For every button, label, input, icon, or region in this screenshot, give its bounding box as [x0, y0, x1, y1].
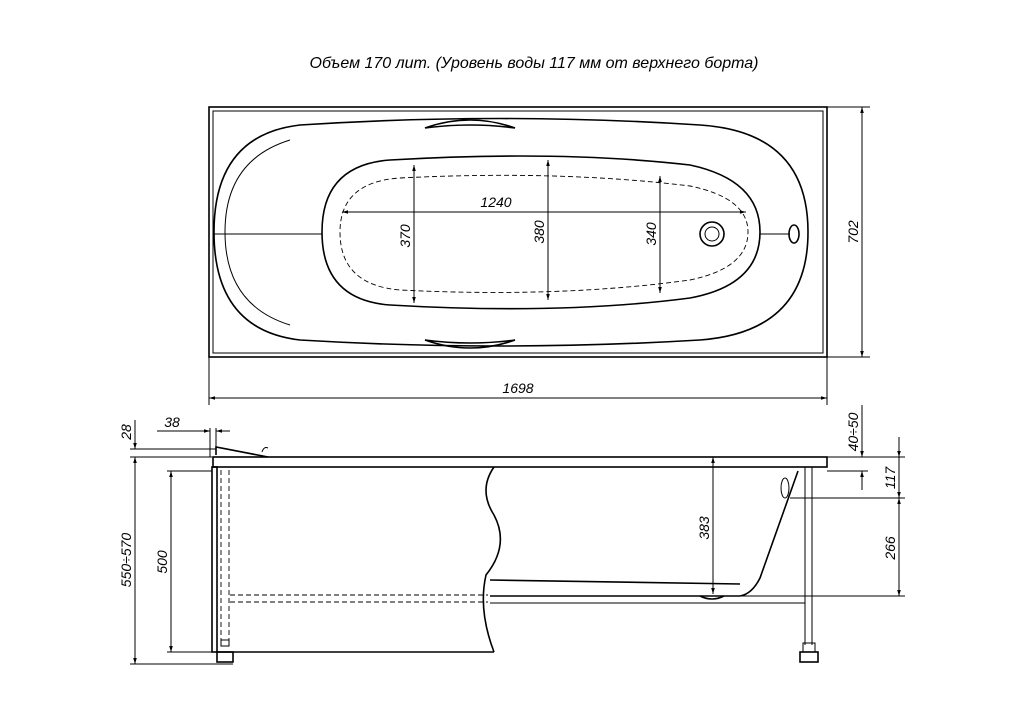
dim-inner-length: 1240 [480, 194, 511, 210]
top-outer-rim [208, 106, 828, 358]
inner-basin [321, 155, 761, 310]
overflow-icon [788, 224, 800, 244]
dim-width: 702 [845, 220, 861, 244]
dim-rim-overhang: 38 [164, 414, 180, 430]
dim-leg-adjust: 40÷50 [845, 412, 861, 451]
left-leg-foot [216, 651, 234, 663]
drain-icon [699, 221, 725, 247]
dim-depth: 383 [696, 516, 712, 540]
drawing-title: Объем 170 лит. (Уровень воды 117 мм от в… [310, 55, 759, 72]
side-rim [212, 456, 828, 468]
bath-body-profile [489, 470, 799, 597]
dim-width-right: 340 [643, 222, 659, 246]
panel-break-line [482, 466, 502, 653]
dim-rim-thickness: 28 [118, 424, 134, 441]
handle-bottom [424, 339, 516, 349]
side-view: 28 38 550÷570 500 383 40÷50 117 266 [118, 405, 905, 665]
right-leg-foot [799, 651, 819, 663]
dim-overflow-height: 266 [882, 536, 898, 561]
dim-total-height: 550÷570 [118, 533, 134, 588]
basin-bottom-dashed [339, 174, 749, 293]
top-view: 1240 370 380 340 702 1698 [208, 106, 870, 405]
dim-panel-height: 500 [154, 550, 170, 574]
top-bowl-outline [213, 117, 809, 347]
dim-length: 1698 [502, 380, 533, 396]
dim-width-left: 370 [397, 224, 413, 248]
headrest [215, 446, 269, 458]
dim-water-level: 117 [882, 466, 898, 490]
handle-top [424, 119, 516, 129]
dim-width-mid: 380 [531, 220, 547, 244]
